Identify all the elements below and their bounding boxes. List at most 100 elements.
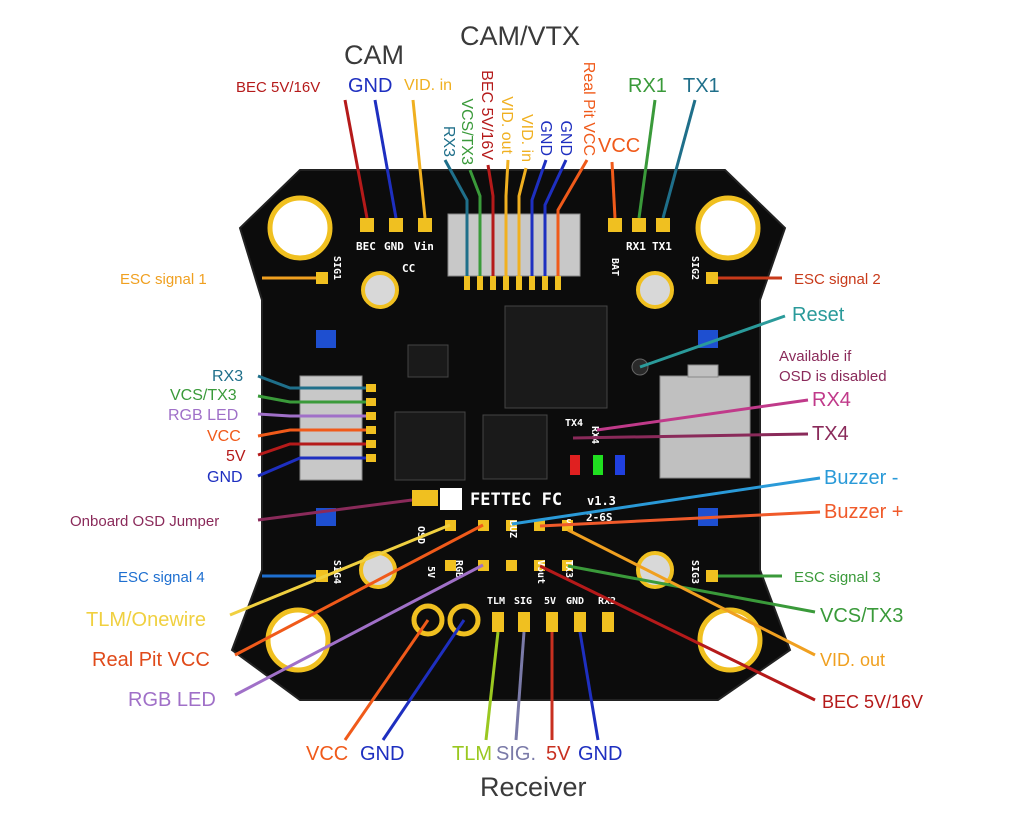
- label-rgb-led: RGB LED: [128, 689, 216, 711]
- pad-esc2: [706, 272, 718, 284]
- led-red: [570, 455, 580, 475]
- label-tlm-onewire: TLM/Onewire: [86, 609, 206, 631]
- wire-rx4: [596, 398, 809, 432]
- osd-chip: [394, 411, 466, 481]
- wire-top-vcc: [610, 161, 617, 219]
- silk-bat: BAT: [609, 258, 620, 276]
- label-left-5v: 5V: [226, 448, 246, 465]
- silk-vout: Vout: [535, 560, 546, 584]
- label-esc4: ESC signal 4: [118, 569, 205, 586]
- fettec-logo-box: [440, 488, 462, 510]
- silk-tx1: TX1: [652, 240, 672, 253]
- silk-5v: 5V: [544, 596, 556, 607]
- vtx-pin-5: [516, 276, 522, 290]
- silk-sig3: SIG3: [689, 560, 700, 584]
- silk-tlm: TLM: [487, 596, 505, 607]
- wire-left-vcc: [257, 428, 366, 438]
- label-vtx-bec: BEC 5V/16V: [478, 70, 495, 160]
- label-rx4: RX4: [812, 389, 851, 411]
- wire-vtx-gnd1: [530, 159, 548, 276]
- pad-esc3: [706, 570, 718, 582]
- wire-buzzer-minus: [511, 476, 821, 526]
- silk-tx4: TX4: [565, 418, 583, 429]
- gromet-tl: [361, 271, 399, 309]
- label-tx4: TX4: [812, 423, 849, 445]
- label-cam-vid-in: VID. in: [404, 77, 452, 94]
- label-vtx-gnd2: GND: [557, 120, 574, 156]
- usb-connector: [659, 375, 751, 479]
- mount-hole-tl: [267, 195, 333, 261]
- small-chip: [407, 344, 449, 378]
- blue-pad-1: [316, 330, 336, 348]
- label-vtx-rx3: RX3: [440, 126, 457, 157]
- label-left-gnd: GND: [207, 469, 243, 486]
- pad-row-top-1: [445, 520, 456, 531]
- wire-vtx-vcs: [468, 169, 482, 276]
- label-cam-bec: BEC 5V/16V: [236, 79, 320, 96]
- label-left-rgb: RGB LED: [168, 407, 238, 424]
- label-vtx-realpit: Real Pit VCC: [580, 62, 597, 156]
- silk-rx2: RX2: [598, 596, 616, 607]
- wire-left-5v: [257, 442, 366, 457]
- left-connector: [299, 375, 363, 481]
- wire-vid-out: [567, 528, 816, 657]
- silk-sig: SIG: [514, 596, 532, 607]
- wire-vtx-vidout: [504, 159, 510, 276]
- pad-row-mid-2: [478, 560, 489, 571]
- hdr-pad-6: [366, 454, 376, 462]
- pad-row-mid-4: [534, 560, 545, 571]
- silk-tx3: TX3: [563, 560, 574, 578]
- label-bot-gnd: GND: [360, 743, 404, 765]
- wire-top-tx1: [661, 99, 697, 219]
- label-osd-note-1: Available if: [779, 348, 852, 365]
- wire-buzzer-plus: [539, 510, 821, 528]
- pad-tlm: [492, 612, 504, 632]
- label-esc3: ESC signal 3: [794, 569, 881, 586]
- wire-rcv-sig: [514, 631, 526, 741]
- wire-vtx-gnd2: [543, 159, 568, 276]
- silk-osd: OSD: [415, 526, 426, 544]
- label-rcv-sig: SIG.: [496, 743, 536, 765]
- label-left-vcs: VCS/TX3: [170, 387, 237, 404]
- pad-tx1: [656, 218, 670, 232]
- vtx-pin-7: [542, 276, 548, 290]
- mount-hole-br: [697, 607, 763, 673]
- vtx-pin-3: [490, 276, 496, 290]
- hdr-pad-4: [366, 426, 376, 434]
- pad-row-top-3: [506, 520, 517, 531]
- label-rcv-5v: 5V: [546, 743, 571, 765]
- silk-sig2: SIG2: [689, 256, 700, 280]
- pad-gnd-rx: [574, 612, 586, 632]
- gromet-tr: [636, 271, 674, 309]
- label-osd-note-2: OSD is disabled: [779, 368, 887, 385]
- wire-reset: [639, 314, 786, 369]
- led-green: [593, 455, 603, 475]
- silk-rx1: RX1: [626, 240, 646, 253]
- wire-vtx-bec: [486, 164, 495, 276]
- wire-real-pit: [234, 523, 484, 657]
- silk-5v-b: 5V: [425, 566, 436, 578]
- vtx-pin-6: [529, 276, 535, 290]
- pad-cam-vin: [418, 218, 432, 232]
- label-rcv-gnd: GND: [578, 743, 622, 765]
- label-cam-gnd: GND: [348, 75, 392, 97]
- wire-rgb-led: [234, 563, 484, 697]
- wire-cam-bec: [343, 99, 369, 219]
- label-top-tx1: TX1: [683, 75, 720, 97]
- wire-vtx-rx3: [443, 159, 469, 276]
- vtx-pin-4: [503, 276, 509, 290]
- silk-cc: CC: [402, 262, 415, 275]
- silk-rgb: RGB: [453, 560, 464, 578]
- label-vtx-vidin: VID. in: [518, 114, 535, 162]
- label-real-pit: Real Pit VCC: [92, 649, 210, 671]
- label-vtx-gnd1: GND: [537, 120, 554, 156]
- hdr-pad-1: [366, 384, 376, 392]
- label-esc1: ESC signal 1: [120, 271, 207, 288]
- label-vcs-tx3: VCS/TX3: [820, 605, 903, 627]
- silk-bec: BEC: [356, 240, 376, 253]
- usb-inner: [687, 364, 719, 378]
- label-osd-jumper: Onboard OSD Jumper: [70, 513, 219, 530]
- wire-bot-vcc: [343, 619, 430, 741]
